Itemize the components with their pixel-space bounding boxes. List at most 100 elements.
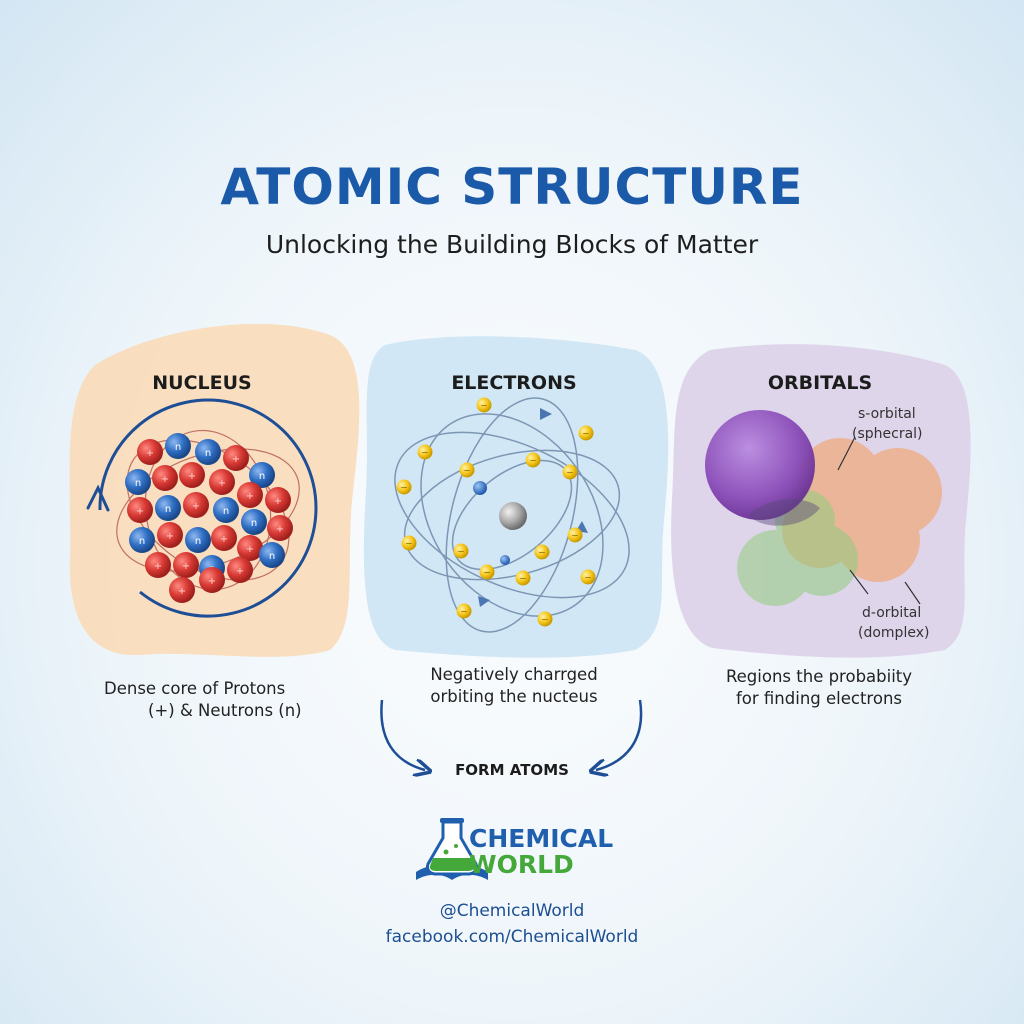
proton-label: + <box>276 524 284 535</box>
proton <box>209 469 235 495</box>
neutron-label: n <box>135 478 141 489</box>
s-orbital-sublabel: (sphecral) <box>852 426 923 442</box>
proton-label: + <box>161 474 169 485</box>
electron-charge-label: − <box>457 548 465 558</box>
electron <box>453 543 469 559</box>
proton-label: + <box>208 576 216 587</box>
neutron-label: n <box>269 551 275 562</box>
electron-charge-label: − <box>541 616 549 626</box>
electron <box>534 544 550 560</box>
electron <box>476 397 492 413</box>
neutron <box>165 433 191 459</box>
electron-charge-label: − <box>421 449 429 459</box>
right-converging-arrow <box>596 699 643 770</box>
left-converging-arrow <box>380 699 425 770</box>
proton-label: + <box>178 586 186 597</box>
electrons-description-line: Negatively charrged <box>430 665 598 684</box>
orbitals-description-line: for finding electrons <box>735 689 902 708</box>
proton-label: + <box>232 454 240 465</box>
inner-particle <box>473 481 487 495</box>
neutron <box>195 439 221 465</box>
neutron <box>125 469 151 495</box>
s-orbital-pointer <box>837 436 856 471</box>
electron <box>525 452 541 468</box>
s-orbital-sphere <box>705 410 815 520</box>
electron-charge-label: − <box>463 467 471 477</box>
electron <box>567 527 583 543</box>
proton <box>267 515 293 541</box>
electron <box>578 425 594 441</box>
page-subtitle: Unlocking the Building Blocks of Matter <box>265 230 759 259</box>
electron-charge-label: − <box>571 532 579 542</box>
electron-charge-label: − <box>519 575 527 585</box>
proton <box>237 535 263 561</box>
inner-particle <box>500 555 510 565</box>
neutron <box>185 527 211 553</box>
neutron-label: n <box>175 442 181 453</box>
proton-label: + <box>154 561 162 572</box>
electron <box>396 479 412 495</box>
proton-label: + <box>246 491 254 502</box>
neutron-label: n <box>195 536 201 547</box>
nucleus-description-line: Dense core of Protons <box>104 679 286 698</box>
electron <box>479 564 495 580</box>
orbitals-description: Regions the probabiity for finding elect… <box>704 666 934 710</box>
proton <box>223 445 249 471</box>
proton <box>183 492 209 518</box>
electrons-description-line: orbiting the nucteus <box>430 687 598 706</box>
electron-charge-label: − <box>529 457 537 467</box>
nucleus-arrowhead-icon <box>86 484 110 512</box>
proton <box>145 552 171 578</box>
proton-label: + <box>218 478 226 489</box>
proton-label: + <box>236 566 244 577</box>
neutron <box>241 509 267 535</box>
proton <box>237 482 263 508</box>
proton <box>211 525 237 551</box>
brand-name-line1: CHEMICAL <box>469 824 614 853</box>
orbit-arrow-icon <box>540 408 552 420</box>
facebook-link[interactable]: facebook.com/ChemicalWorld <box>385 927 639 947</box>
proton-label: + <box>146 448 154 459</box>
electron <box>459 462 475 478</box>
neutron <box>213 497 239 523</box>
neutron-label: n <box>205 448 211 459</box>
electrons-illustration: −−−−−−−−−−−−−−−− <box>394 397 630 633</box>
proton <box>137 439 163 465</box>
electron <box>417 444 433 460</box>
proton-label: + <box>220 534 228 545</box>
orbitals-title: ORBITALS <box>768 372 872 394</box>
electron <box>562 464 578 480</box>
electron-charge-label: − <box>582 430 590 440</box>
s-orbital-label: s-orbital <box>858 406 916 422</box>
proton-label: + <box>192 501 200 512</box>
proton-label: + <box>182 561 190 572</box>
neutron-label: n <box>259 471 265 482</box>
neutron <box>155 495 181 521</box>
electron <box>580 569 596 585</box>
proton <box>227 557 253 583</box>
electrons-description: Negatively charrged orbiting the nucteus <box>404 664 624 708</box>
orbit-arrow-icon <box>478 596 490 607</box>
proton-label: + <box>246 544 254 555</box>
nucleus-description-line: (+) & Neutrons (n) <box>148 701 302 720</box>
orbitals-illustration: s-orbital (sphecral) d-orbital (domplex) <box>705 406 942 641</box>
electron-charge-label: − <box>483 569 491 579</box>
nucleus-illustration: +nn+nn++++++n+nn+n+n++n++n+++ <box>86 398 318 618</box>
electron-charge-label: − <box>480 402 488 412</box>
electron-charge-label: − <box>566 469 574 479</box>
d-orbital-pointer <box>849 569 869 595</box>
d-orbital-sublabel: (domplex) <box>858 625 929 641</box>
neutron-label: n <box>139 536 145 547</box>
electron <box>515 570 531 586</box>
social-handle[interactable]: @ChemicalWorld <box>439 901 585 921</box>
neutron <box>129 527 155 553</box>
electron-charge-label: − <box>538 549 546 559</box>
proton-label: + <box>188 471 196 482</box>
flask-book-icon <box>416 818 488 880</box>
nucleus-description: Dense core of Protons (+) & Neutrons (n) <box>104 678 344 722</box>
proton <box>179 462 205 488</box>
brand-name-line2: WORLD <box>469 850 574 879</box>
electron-charge-label: − <box>400 484 408 494</box>
neutron-label: n <box>165 504 171 515</box>
